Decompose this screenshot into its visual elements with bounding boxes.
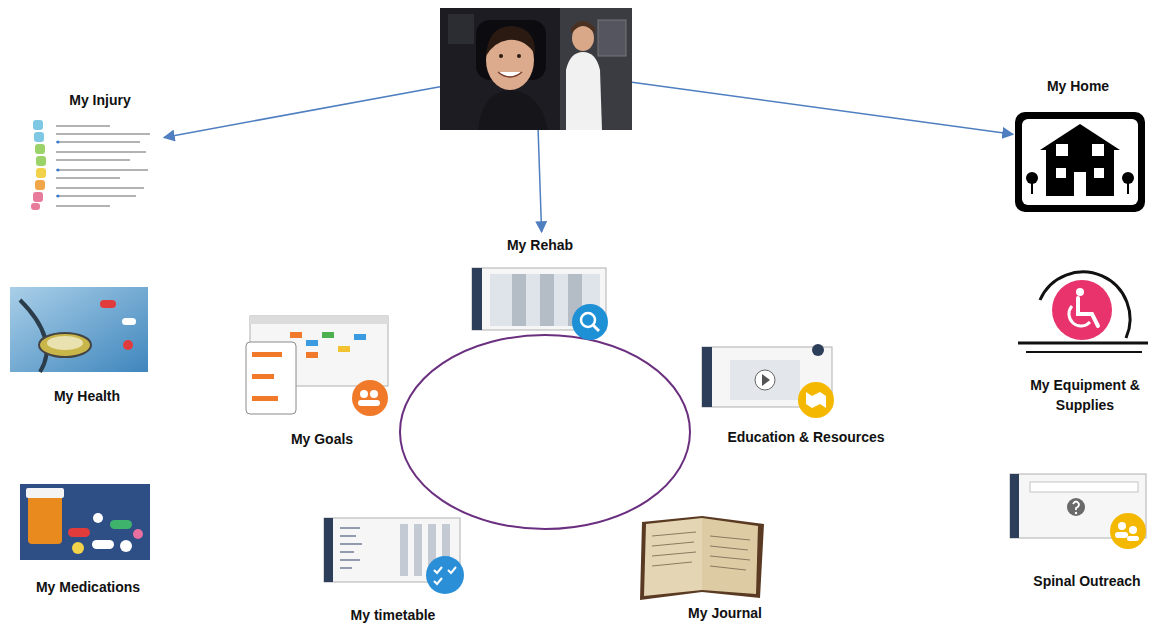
topic-label: My Equipment & Supplies [1025, 376, 1145, 415]
topic-label: My timetable [350, 606, 437, 626]
topic-node: My Health [10, 286, 148, 407]
goals-window-icon [246, 316, 388, 416]
topic-label: My Rehab [506, 236, 575, 256]
arrow-connector [632, 82, 1013, 134]
topic-label: Education & Resources [726, 428, 886, 448]
pills-photo [20, 484, 150, 560]
topic-label: My Injury [68, 91, 132, 111]
topic-node: My Equipment & Supplies [1013, 274, 1149, 416]
stethoscope-photo [10, 287, 148, 372]
topic-node: My Journal [638, 513, 768, 624]
topic-node: My Medications [18, 482, 152, 598]
topic-label: Spinal Outreach [1032, 572, 1142, 592]
education-window-icon [702, 344, 834, 418]
topic-node: Education & Resources [700, 345, 886, 448]
spine-chart [24, 116, 162, 212]
arrow-connector [538, 130, 542, 232]
outreach-window-icon [1010, 474, 1146, 549]
topic-label: My Goals [290, 430, 355, 450]
topic-label: My Health [53, 387, 122, 407]
topic-node: My Home [1013, 73, 1147, 214]
topic-label: My Home [1046, 77, 1111, 97]
wheelchair-icon [1018, 272, 1148, 352]
arrow-connector [164, 87, 440, 138]
topic-node: My Rehab [470, 232, 617, 342]
topic-node: Spinal Outreach [1006, 470, 1152, 592]
photo-node [440, 8, 632, 130]
topic-label: My Journal [687, 604, 763, 624]
topic-node: My Goals [246, 313, 400, 450]
journal-photo [640, 516, 764, 600]
timetable-window-icon [324, 518, 464, 594]
topic-node: My Injury [22, 87, 164, 214]
photo [440, 8, 632, 130]
rehab-window-icon [472, 268, 608, 340]
home-icon [1015, 112, 1145, 212]
topic-label: My Medications [35, 578, 142, 598]
topic-node: My timetable [320, 515, 472, 626]
